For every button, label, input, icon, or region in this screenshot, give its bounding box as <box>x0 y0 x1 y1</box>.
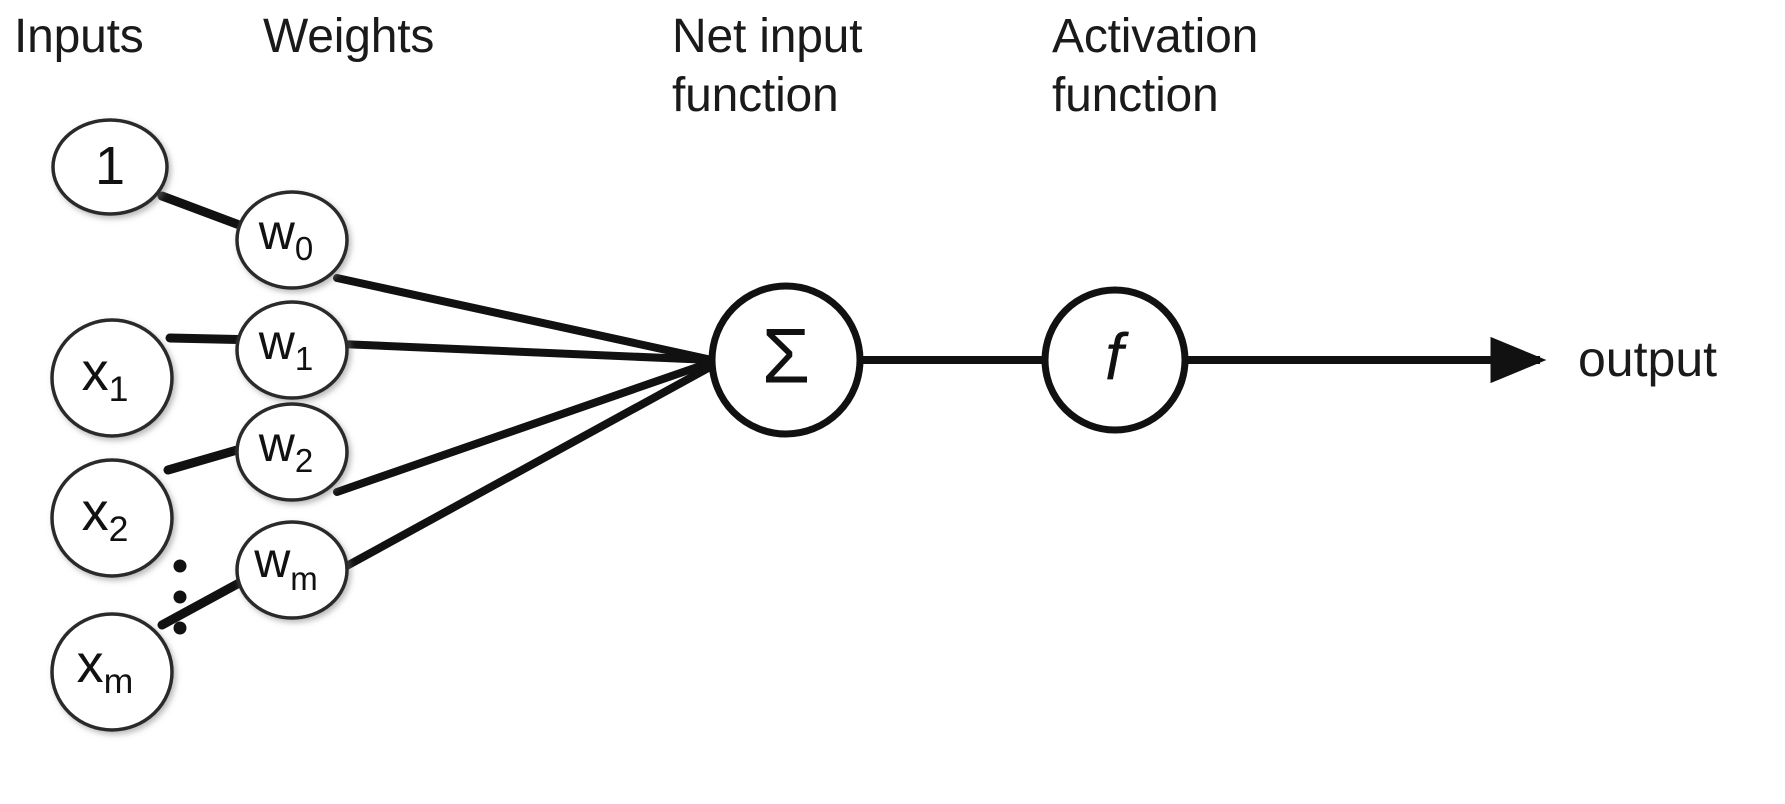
input-node-x1-label: x1 <box>82 342 129 409</box>
weight-node-wm-label: wm <box>253 532 318 597</box>
weight-node-w0-label: w0 <box>258 204 313 267</box>
input-node-xm-label: xm <box>77 634 134 701</box>
column-header-net-input-function: Net input function <box>672 10 863 122</box>
weight-node-w2-label: w2 <box>258 416 313 479</box>
edge-w1-to-sum <box>336 340 716 364</box>
column-header-activation-function: Activation function <box>1052 10 1259 122</box>
column-header-weights: Weights <box>263 10 435 63</box>
input-node-bias[interactable]: 1 <box>51 118 169 216</box>
input-node-x1[interactable]: x1 <box>50 318 174 438</box>
sum-node[interactable]: Σ <box>708 282 864 438</box>
input-node-bias-label: 1 <box>95 136 125 196</box>
weight-to-sum-edges <box>328 274 716 578</box>
column-header-inputs: Inputs <box>14 10 144 63</box>
input-node-x2-label: x2 <box>82 482 129 549</box>
activation-node[interactable]: f <box>1041 286 1189 434</box>
edge-xm-to-wm <box>157 571 257 630</box>
vertical-ellipsis-icon <box>173 559 187 635</box>
weight-node-w1[interactable]: w1 <box>235 300 349 400</box>
weight-node-w2[interactable]: w2 <box>235 402 349 502</box>
output-label: output <box>1578 331 1718 387</box>
edge-wm-to-sum <box>328 362 716 578</box>
edge-w2-to-sum <box>333 358 716 496</box>
input-node-x2[interactable]: x2 <box>50 458 174 578</box>
input-node-xm[interactable]: xm <box>50 612 174 732</box>
weight-node-w0[interactable]: w0 <box>235 190 349 290</box>
edge-w0-to-sum <box>333 274 716 364</box>
weight-node-wm[interactable]: wm <box>235 520 349 620</box>
weight-node-w1-label: w1 <box>258 314 313 377</box>
sum-node-symbol: Σ <box>762 312 810 400</box>
